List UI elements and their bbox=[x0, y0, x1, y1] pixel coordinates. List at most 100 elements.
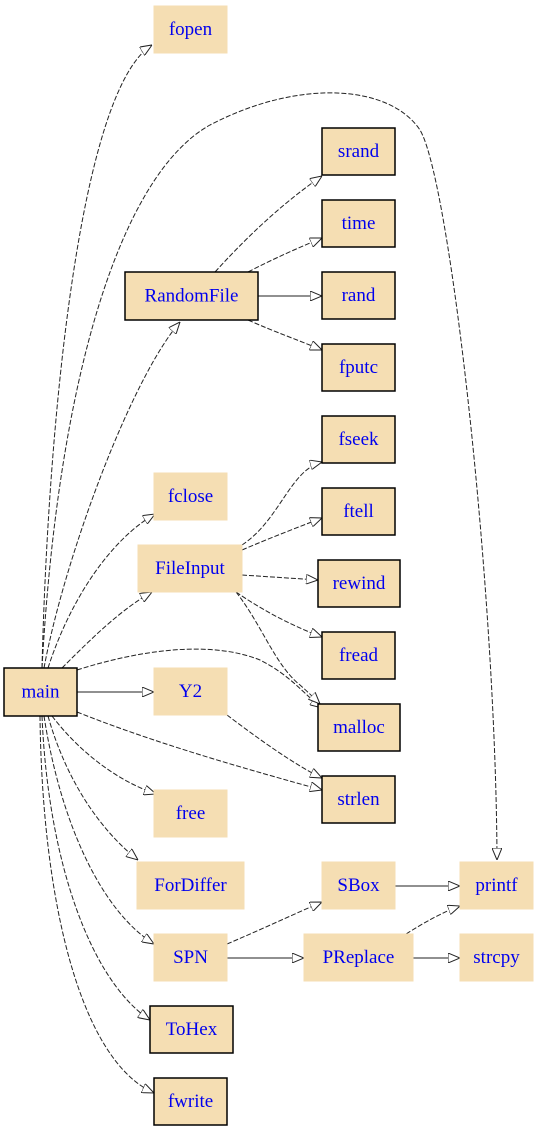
edge-randomfile-to-fputc bbox=[247, 319, 322, 350]
node-fileinput[interactable]: FileInput bbox=[137, 544, 243, 593]
node-link[interactable]: rand bbox=[342, 285, 376, 306]
node-fread[interactable]: fread bbox=[321, 631, 396, 680]
node-label[interactable]: rewind bbox=[333, 573, 386, 594]
node-link[interactable]: fseek bbox=[338, 429, 379, 450]
node-box bbox=[321, 271, 396, 320]
node-link[interactable]: fputc bbox=[339, 357, 378, 378]
node-fordiffer[interactable]: ForDiffer bbox=[136, 861, 245, 910]
node-rand[interactable]: rand bbox=[321, 271, 396, 320]
edge-spn-to-sbox bbox=[226, 902, 322, 945]
node-label[interactable]: fopen bbox=[169, 19, 213, 40]
edge-main-to-strlen bbox=[76, 711, 322, 790]
node-label[interactable]: FileInput bbox=[155, 558, 225, 579]
node-link[interactable]: free bbox=[176, 803, 206, 824]
node-sbox[interactable]: SBox bbox=[321, 861, 396, 910]
node-box bbox=[153, 667, 228, 716]
node-link[interactable]: PReplace bbox=[323, 947, 395, 968]
node-link[interactable]: ToHex bbox=[166, 1019, 218, 1040]
node-fclose[interactable]: fclose bbox=[153, 472, 228, 521]
node-label[interactable]: free bbox=[176, 803, 206, 824]
node-link[interactable]: FileInput bbox=[155, 558, 225, 579]
node-label[interactable]: fread bbox=[339, 645, 379, 666]
node-y2[interactable]: Y2 bbox=[153, 667, 228, 716]
node-spn[interactable]: SPN bbox=[153, 933, 228, 982]
edge-main-to-malloc bbox=[76, 648, 322, 708]
node-link[interactable]: ForDiffer bbox=[154, 875, 227, 896]
node-label[interactable]: SPN bbox=[173, 947, 208, 968]
node-link[interactable]: SBox bbox=[337, 875, 380, 896]
edge-main-to-fordiffer bbox=[47, 715, 138, 860]
node-tohex[interactable]: ToHex bbox=[149, 1005, 234, 1054]
edge-main-to-printf bbox=[41, 92, 497, 860]
node-rewind[interactable]: rewind bbox=[317, 559, 401, 608]
node-box bbox=[459, 861, 534, 910]
node-fwrite[interactable]: fwrite bbox=[153, 1077, 228, 1126]
node-link[interactable]: main bbox=[22, 682, 60, 703]
node-label[interactable]: main bbox=[22, 682, 60, 703]
node-link[interactable]: fread bbox=[339, 645, 379, 666]
node-box bbox=[321, 343, 396, 392]
node-label[interactable]: ForDiffer bbox=[154, 875, 227, 896]
edge-main-to-fileinput bbox=[61, 592, 152, 669]
edge-main-to-fopen bbox=[41, 45, 152, 669]
node-label[interactable]: fclose bbox=[168, 486, 213, 507]
node-link[interactable]: fclose bbox=[168, 486, 213, 507]
node-printf[interactable]: printf bbox=[459, 861, 534, 910]
node-link[interactable]: time bbox=[342, 213, 376, 234]
node-label[interactable]: srand bbox=[338, 141, 380, 162]
node-box bbox=[321, 487, 396, 536]
node-link[interactable]: ftell bbox=[343, 501, 374, 522]
node-randomfile[interactable]: RandomFile bbox=[124, 271, 259, 321]
node-link[interactable]: SPN bbox=[173, 947, 208, 968]
node-label[interactable]: strlen bbox=[337, 789, 380, 810]
node-link[interactable]: printf bbox=[475, 875, 518, 896]
node-box bbox=[153, 5, 228, 54]
node-box bbox=[149, 1005, 234, 1054]
node-label[interactable]: time bbox=[342, 213, 376, 234]
node-strlen[interactable]: strlen bbox=[321, 775, 396, 824]
node-fopen[interactable]: fopen bbox=[153, 5, 228, 54]
node-srand[interactable]: srand bbox=[321, 127, 396, 176]
node-fputc[interactable]: fputc bbox=[321, 343, 396, 392]
node-box bbox=[459, 933, 534, 982]
node-box bbox=[321, 861, 396, 910]
node-label[interactable]: malloc bbox=[333, 717, 385, 738]
node-link[interactable]: Y2 bbox=[179, 681, 202, 702]
node-label[interactable]: fwrite bbox=[168, 1091, 213, 1112]
node-box bbox=[137, 544, 243, 593]
node-fseek[interactable]: fseek bbox=[321, 415, 396, 464]
node-link[interactable]: rewind bbox=[333, 573, 386, 594]
node-main[interactable]: main bbox=[3, 667, 78, 717]
node-link[interactable]: fopen bbox=[169, 19, 213, 40]
node-label[interactable]: strcpy bbox=[473, 947, 520, 968]
node-label[interactable]: fseek bbox=[338, 429, 379, 450]
node-box bbox=[124, 271, 259, 321]
edge-main-to-spn bbox=[43, 715, 154, 944]
node-link[interactable]: strcpy bbox=[473, 947, 520, 968]
node-time[interactable]: time bbox=[321, 199, 396, 248]
node-label[interactable]: PReplace bbox=[323, 947, 395, 968]
edge-fileinput-to-fread bbox=[235, 591, 322, 637]
node-malloc[interactable]: malloc bbox=[317, 703, 401, 752]
node-ftell[interactable]: ftell bbox=[321, 487, 396, 536]
node-label[interactable]: ToHex bbox=[166, 1019, 218, 1040]
node-free[interactable]: free bbox=[153, 789, 228, 838]
node-label[interactable]: fputc bbox=[339, 357, 378, 378]
node-strcpy[interactable]: strcpy bbox=[459, 933, 534, 982]
node-link[interactable]: fwrite bbox=[168, 1091, 213, 1112]
node-link[interactable]: srand bbox=[338, 141, 380, 162]
node-preplace[interactable]: PReplace bbox=[303, 933, 414, 982]
node-label[interactable]: RandomFile bbox=[145, 286, 239, 307]
node-label[interactable]: Y2 bbox=[179, 681, 202, 702]
node-link[interactable]: strlen bbox=[337, 789, 380, 810]
node-link[interactable]: RandomFile bbox=[145, 286, 239, 307]
node-label[interactable]: ftell bbox=[343, 501, 374, 522]
node-label[interactable]: SBox bbox=[337, 875, 380, 896]
edge-randomfile-to-time bbox=[247, 238, 322, 273]
node-label[interactable]: printf bbox=[475, 875, 518, 896]
node-link[interactable]: malloc bbox=[333, 717, 385, 738]
node-label[interactable]: rand bbox=[342, 285, 376, 306]
node-box bbox=[321, 199, 396, 248]
edge-main-to-free bbox=[51, 715, 156, 794]
edge-fileinput-to-ftell bbox=[241, 518, 322, 551]
